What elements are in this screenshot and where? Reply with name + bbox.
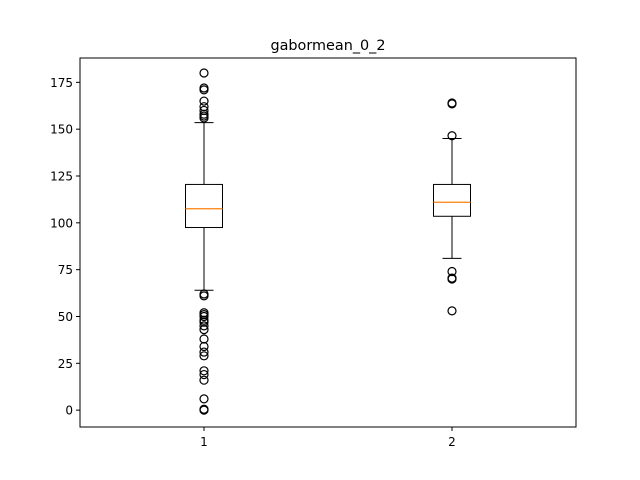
box-2 — [433, 98, 471, 316]
outlier-point — [447, 306, 457, 316]
y-tick-label: 100 — [50, 216, 73, 230]
y-tick-label: 50 — [58, 310, 73, 324]
outlier-point — [199, 351, 209, 361]
outlier-point — [447, 274, 457, 284]
iqr-box — [433, 183, 471, 217]
outlier-point — [199, 85, 209, 95]
outlier-point — [199, 341, 209, 352]
x-tick-label: 2 — [448, 435, 456, 449]
y-tick-label: 75 — [58, 263, 73, 277]
outlier-point — [199, 366, 209, 376]
outlier-point — [199, 291, 209, 301]
y-tick-label: 125 — [50, 170, 73, 184]
box-1 — [185, 68, 223, 415]
boxes-layer — [185, 68, 471, 415]
outlier-point — [199, 347, 209, 357]
outlier-point — [199, 68, 209, 78]
y-tick-label: 175 — [50, 76, 73, 90]
plot-area-frame — [79, 57, 577, 428]
outlier-point — [199, 369, 209, 380]
x-tick-label: 1 — [200, 435, 208, 449]
iqr-box — [185, 183, 223, 229]
y-tick-label: 150 — [50, 123, 73, 137]
outlier-point — [199, 321, 209, 331]
outlier-point — [199, 96, 209, 106]
outlier-point — [447, 131, 457, 141]
outlier-point — [199, 113, 209, 123]
outlier-point — [199, 375, 209, 385]
y-axis: 0 25 50 75 100 125 150 175 — [50, 76, 80, 418]
outlier-point — [199, 324, 209, 335]
chart-title: gabormean_0_2 — [270, 38, 385, 54]
y-tick-label: 25 — [58, 357, 73, 371]
outlier-point — [447, 99, 457, 109]
y-tick-label: 0 — [65, 404, 73, 418]
outlier-point — [199, 394, 209, 404]
outlier-point — [199, 311, 209, 322]
outlier-point — [199, 405, 209, 415]
